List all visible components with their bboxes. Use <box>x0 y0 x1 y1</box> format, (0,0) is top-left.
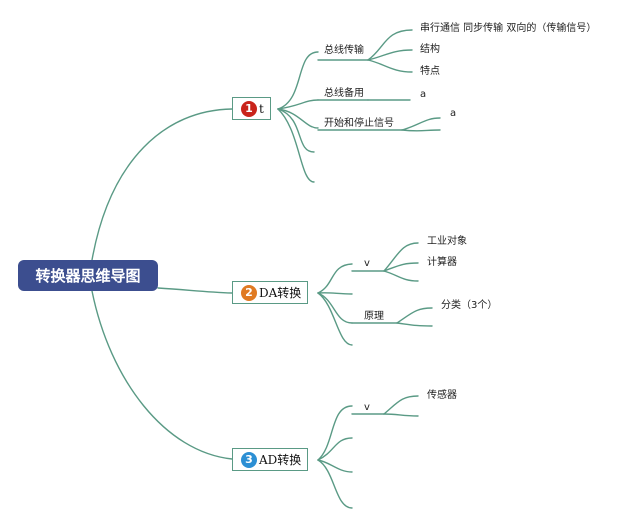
topic-yuanli[interactable]: 原理 <box>364 311 384 322</box>
edge-da-v-jisuanqi <box>383 262 419 272</box>
branch-2[interactable]: 2 DA转换 <box>232 281 309 304</box>
topic-kaishi-tingzhi-xinhao[interactable]: 开始和停止信号 <box>324 118 394 129</box>
edge-root-branch1 <box>91 108 233 261</box>
branch-3[interactable]: 3 AD转换 <box>232 448 309 471</box>
edge-yuanli-empty <box>396 322 433 327</box>
root-topic[interactable]: 转换器思维导图 <box>18 260 158 291</box>
edge-b2-empty-2 <box>317 292 353 346</box>
edge-chuanshu-chuanxing <box>367 29 413 61</box>
number-badge-icon: 2 <box>241 284 257 301</box>
topic-fenlei[interactable]: 分类（3个） <box>441 300 498 311</box>
edge-b2-yuanli <box>317 292 353 324</box>
edge-b2-v <box>317 263 353 294</box>
edge-da-v-empty <box>383 270 419 282</box>
edge-b3-empty-3 <box>317 459 353 509</box>
edge-da-v-gongye <box>383 242 419 272</box>
topic-zongxian-beiyong-label[interactable]: 总线备用 <box>324 88 364 99</box>
topic-da-v[interactable]: v <box>364 258 370 269</box>
root-topic-label: 转换器思维导图 <box>35 267 141 285</box>
edge-kaishi-a1 <box>401 117 441 131</box>
topic-chuanganqi[interactable]: 传感器 <box>427 390 457 401</box>
number-badge-icon: 3 <box>241 451 257 468</box>
number-badge-icon: 1 <box>241 100 257 117</box>
topic-beiyong-a[interactable]: a <box>420 89 427 100</box>
edge-ad-v-empty <box>383 413 419 417</box>
topic-jisuanqi[interactable]: 计算器 <box>427 257 457 268</box>
topic-ad-v[interactable]: v <box>364 402 370 413</box>
edge-b3-empty-1 <box>317 437 353 461</box>
edge-b3-empty-2 <box>317 459 353 473</box>
branch-3-label: AD转换 <box>259 453 302 467</box>
edge-chuanshu-jiegou <box>367 49 413 61</box>
topic-chuanxing-tongxin[interactable]: 串行通信 同步传输 双向的（传输信号） <box>420 23 597 34</box>
topic-gongye-duixiang[interactable]: 工业对象 <box>427 236 467 247</box>
branch-1[interactable]: 1 t <box>232 97 271 120</box>
topic-kaishi-a[interactable]: a <box>450 108 457 119</box>
edge-ad-v-chuanganqi <box>383 395 419 415</box>
edge-root-branch3 <box>91 290 233 460</box>
topic-tedian[interactable]: 特点 <box>420 66 440 77</box>
edge-chuanshu-tedian <box>367 59 413 73</box>
topic-jiegou[interactable]: 结构 <box>420 44 440 55</box>
edge-yuanli-fenlei <box>396 307 433 324</box>
edge-b2-empty-1 <box>317 292 353 295</box>
edge-b1-zongxian-chuanshu <box>277 51 319 110</box>
edge-b3-v <box>317 405 353 461</box>
branch-2-label: DA转换 <box>259 286 302 300</box>
edge-b1-empty-1 <box>277 108 315 153</box>
edge-b1-zongxian-beiyong <box>277 99 319 110</box>
edge-b1-empty-2 <box>277 108 315 183</box>
topic-zongxian-chuanshu[interactable]: 总线传输 <box>324 45 364 56</box>
branch-1-label: t <box>259 101 264 116</box>
edge-kaishi-a2 <box>401 129 441 132</box>
edge-root-branch2 <box>157 287 233 294</box>
edge-b1-kaishi <box>277 108 319 129</box>
